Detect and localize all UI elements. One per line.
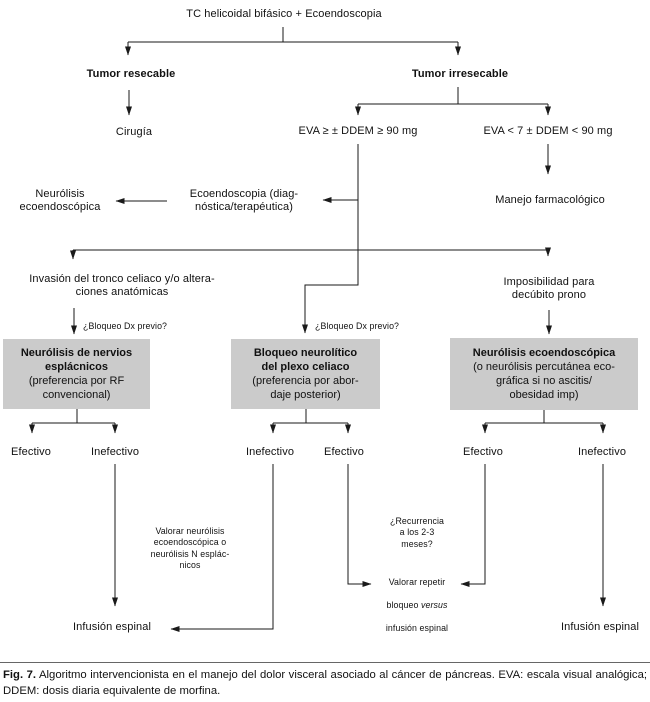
note-valorar-repetir-versus: versus (421, 600, 448, 611)
outcome-efectivo-ecoendoscopica: Efectivo (463, 446, 503, 458)
outcome-efectivo-plexo: Efectivo (324, 446, 364, 458)
figure-caption: Fig. 7. Algoritmo intervencionista en el… (3, 668, 647, 700)
note-recurrencia: ¿Recurrencia a los 2-3 meses? (390, 516, 444, 549)
note-valorar-repetir-line1: Valorar repetir (388, 577, 446, 588)
note-valorar-repetir-line2: bloqueo versus (386, 600, 448, 611)
outcome-inefectivo-ecoendoscopica: Inefectivo (577, 446, 627, 458)
note-valorar-repetir-line3: infusión espinal (385, 623, 449, 634)
caption-divider (0, 662, 650, 663)
outcome-inefectivo-plexo: Inefectivo (245, 446, 295, 458)
box-neurolisis-ecoendoscopica: Neurólisis ecoendoscópica (o neurólisis … (450, 338, 638, 410)
note-valorar-neurolisis: Valorar neurólisis ecoendoscópica o neur… (150, 526, 230, 571)
note-valorar-repetir: Valorar repetir bloqueo versus infusión … (377, 566, 457, 646)
label-bloqueo-dx-previo-mid: ¿Bloqueo Dx previo? (315, 321, 400, 331)
node-tumor-resecable: Tumor resecable (86, 68, 176, 80)
node-invasion-tronco-celiaco: Invasión del tronco celiaco y/o altera- … (29, 273, 215, 299)
figure-caption-text: Algoritmo intervencionista en el manejo … (3, 669, 648, 697)
node-neurolisis-ecoendoscopica: Neurólisis ecoendoscópica (19, 188, 101, 214)
outcome-efectivo-esplacnicos: Efectivo (11, 446, 51, 458)
node-cirugia: Cirugía (115, 126, 153, 138)
box-neurolisis-ecoendoscopica-subtitle: (o neurólisis percutánea eco- gráfica si… (473, 360, 615, 402)
box-bloqueo-plexo-celiaco-subtitle: (preferencia por abor- daje posterior) (252, 375, 359, 402)
node-manejo-farmacologico: Manejo farmacológico (495, 194, 605, 206)
box-bloqueo-plexo-celiaco-title: Bloqueo neurolítico del plexo celiaco (253, 346, 358, 373)
box-neurolisis-ecoendoscopica-title: Neurólisis ecoendoscópica (472, 346, 616, 359)
node-tumor-irresecable: Tumor irresecable (411, 68, 509, 80)
node-root-tc-ecoendoscopia: TC helicoidal bifásico + Ecoendoscopia (186, 8, 382, 20)
node-infusion-espinal-right: Infusión espinal (560, 621, 640, 633)
box-neurolisis-esplacnicos-subtitle: (preferencia por RF convencional) (28, 375, 125, 402)
box-bloqueo-plexo-celiaco: Bloqueo neurolítico del plexo celiaco (p… (231, 339, 380, 409)
box-neurolisis-esplacnicos-title: Neurólisis de nervios esplácnicos (20, 346, 133, 373)
node-eva-baja: EVA < 7 ± DDEM < 90 mg (483, 125, 613, 137)
node-eva-alta: EVA ≥ ± DDEM ≥ 90 mg (298, 125, 418, 137)
box-neurolisis-esplacnicos: Neurólisis de nervios esplácnicos (prefe… (3, 339, 150, 409)
node-infusion-espinal-left: Infusión espinal (72, 621, 152, 633)
node-imposibilidad-decubito: Imposibilidad para decúbito prono (503, 276, 595, 302)
outcome-inefectivo-esplacnicos: Inefectivo (90, 446, 140, 458)
node-ecoendoscopia-diagnostica: Ecoendoscopia (diag- nóstica/terapéutica… (189, 188, 299, 214)
figure-caption-label: Fig. 7. (3, 669, 37, 681)
label-bloqueo-dx-previo-left: ¿Bloqueo Dx previo? (83, 321, 168, 331)
